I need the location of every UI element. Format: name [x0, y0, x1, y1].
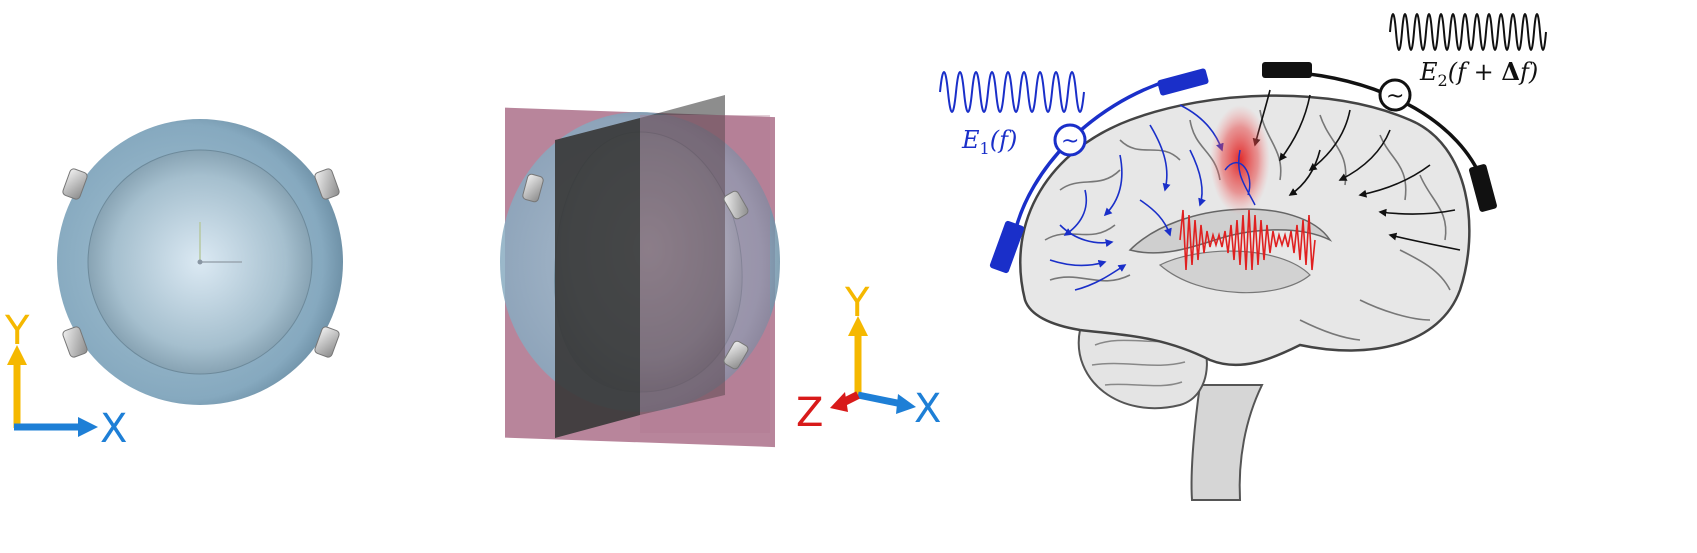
ac-source-2-symbol: ~: [1386, 84, 1404, 109]
waveform-1: [939, 71, 1085, 113]
axis-triad-xy: Y X: [4, 308, 127, 452]
x-axis-label: X: [100, 406, 127, 452]
electrode-2a: [1262, 62, 1312, 78]
ac-source-1-symbol: ~: [1061, 129, 1079, 154]
electrode-pair-2: ~ E2(f + Δf): [1262, 13, 1547, 212]
electrode-1b: [1157, 68, 1209, 96]
field-lines-black: [1252, 89, 1461, 251]
z-axis-label: Z: [796, 390, 823, 436]
electrode-pair-1: ~ E1(f): [939, 68, 1209, 274]
e1-label: E1(f): [961, 126, 1017, 158]
y-axis-label: Y: [844, 280, 870, 326]
plane-coronal: [555, 118, 640, 438]
e2-label: E2(f + Δf): [1419, 57, 1538, 90]
electrode-pad: [314, 168, 340, 200]
sulci: [1044, 109, 1451, 341]
electrode-pad: [723, 190, 749, 220]
ac-source-1: [1053, 123, 1087, 157]
focus-hotspot: [1210, 105, 1270, 215]
thalamus: [1158, 250, 1311, 294]
electrode-pad: [522, 173, 544, 203]
interference-envelope-signal: [1179, 209, 1316, 271]
x-axis-arrow: [857, 391, 903, 408]
panel-sphere-front: Y X: [4, 119, 343, 452]
brainstem: [1190, 384, 1264, 501]
electrode-pad: [62, 326, 88, 358]
electrode-pad: [62, 168, 88, 200]
panel-brain: ~ E1(f) ~ E2(f + Δf): [939, 13, 1547, 501]
x-axis-label: X: [914, 386, 941, 432]
field-lines-blue: [1049, 104, 1224, 291]
origin-marker: [197, 222, 242, 265]
y-axis-label: Y: [4, 308, 30, 354]
electrode-pad: [723, 340, 749, 370]
electrode-wire-2: [1289, 70, 1484, 181]
panel-sphere-planes: Y Z X: [500, 95, 941, 448]
electrode-pad: [314, 326, 340, 358]
electrode-1a: [989, 220, 1025, 274]
axis-triad-xyz: Y Z X: [796, 280, 941, 436]
electrode-2b: [1469, 164, 1497, 212]
waveform-2: [1389, 13, 1547, 51]
plane-coronal-back: [640, 95, 725, 415]
ac-source-2: [1378, 78, 1412, 112]
focus-crossing: [1224, 149, 1256, 206]
